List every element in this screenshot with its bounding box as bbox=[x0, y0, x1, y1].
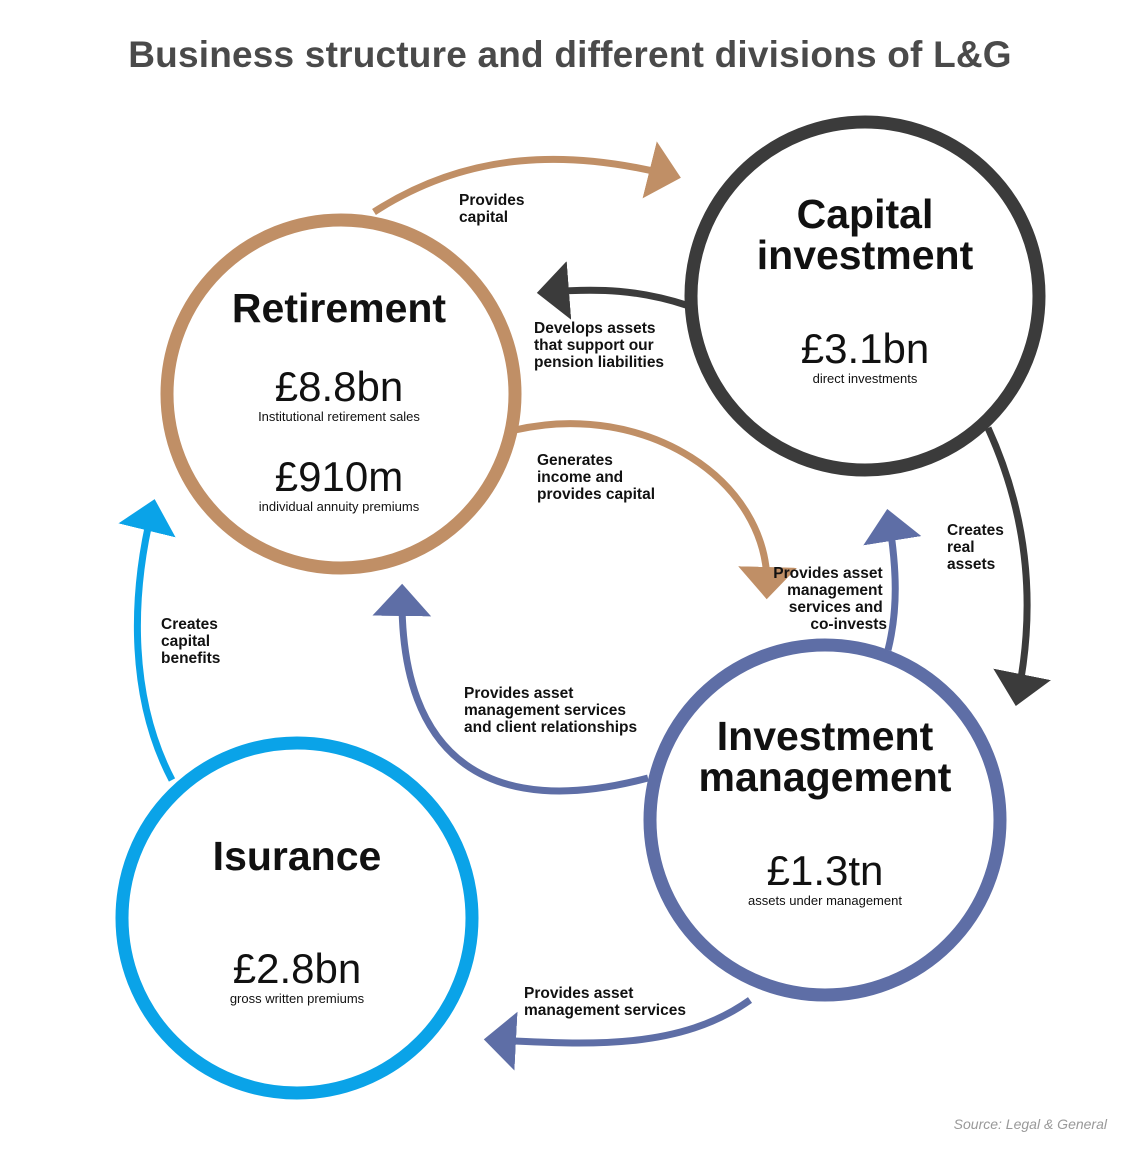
retirement-value-1: £8.8bn bbox=[275, 363, 403, 410]
investment-desc: assets under management bbox=[748, 893, 902, 908]
label-generates-income: Generates income and provides capital bbox=[537, 452, 655, 503]
arrow-provides-am-client bbox=[372, 583, 649, 795]
arrow-generates-income bbox=[514, 420, 797, 600]
retirement-circle bbox=[160, 213, 522, 575]
capital-title-line-2: investment bbox=[757, 232, 974, 278]
investment-value: £1.3tn bbox=[767, 847, 884, 894]
arrow-develops-assets bbox=[536, 261, 688, 320]
arrow-creates-capital-benefits bbox=[118, 499, 176, 782]
capital-value: £3.1bn bbox=[801, 325, 929, 372]
capital-title-line-1: Capital bbox=[797, 191, 934, 237]
label-provides-capital: Provides capital bbox=[459, 192, 529, 226]
source-note: Source: Legal & General bbox=[953, 1116, 1107, 1132]
retirement-title: Retirement bbox=[232, 285, 447, 331]
retirement-desc-1: Institutional retirement sales bbox=[258, 409, 420, 424]
label-creates-real-assets: Creates real assets bbox=[947, 522, 1008, 573]
arrow-provides-am-coinvests bbox=[863, 508, 922, 651]
investment-management-circle bbox=[643, 638, 1007, 1002]
investment-title-line-2: management bbox=[699, 754, 952, 800]
insurance-title: Isurance bbox=[213, 833, 382, 879]
diagram-title: Business structure and different divisio… bbox=[128, 34, 1012, 75]
arrow-provides-am-services bbox=[483, 997, 753, 1071]
label-provides-am-services: Provides asset management services bbox=[524, 985, 686, 1019]
label-provides-am-client: Provides asset management services and c… bbox=[464, 685, 637, 736]
label-develops-assets: Develops assets that support our pension… bbox=[534, 320, 664, 371]
insurance-desc: gross written premiums bbox=[230, 991, 365, 1006]
investment-title-line-1: Investment bbox=[717, 713, 934, 759]
arrow-creates-real-assets bbox=[984, 426, 1051, 706]
arrow-provides-capital bbox=[372, 141, 681, 215]
label-creates-capital-benefits: Creates capital benefits bbox=[161, 616, 222, 667]
insurance-circle bbox=[115, 736, 479, 1100]
label-provides-am-coinvests: Provides asset management services and c… bbox=[773, 565, 887, 633]
insurance-value: £2.8bn bbox=[233, 945, 361, 992]
retirement-desc-2: individual annuity premiums bbox=[259, 499, 420, 514]
capital-desc: direct investments bbox=[813, 371, 918, 386]
retirement-value-2: £910m bbox=[275, 453, 403, 500]
capital-investment-circle bbox=[684, 115, 1046, 477]
